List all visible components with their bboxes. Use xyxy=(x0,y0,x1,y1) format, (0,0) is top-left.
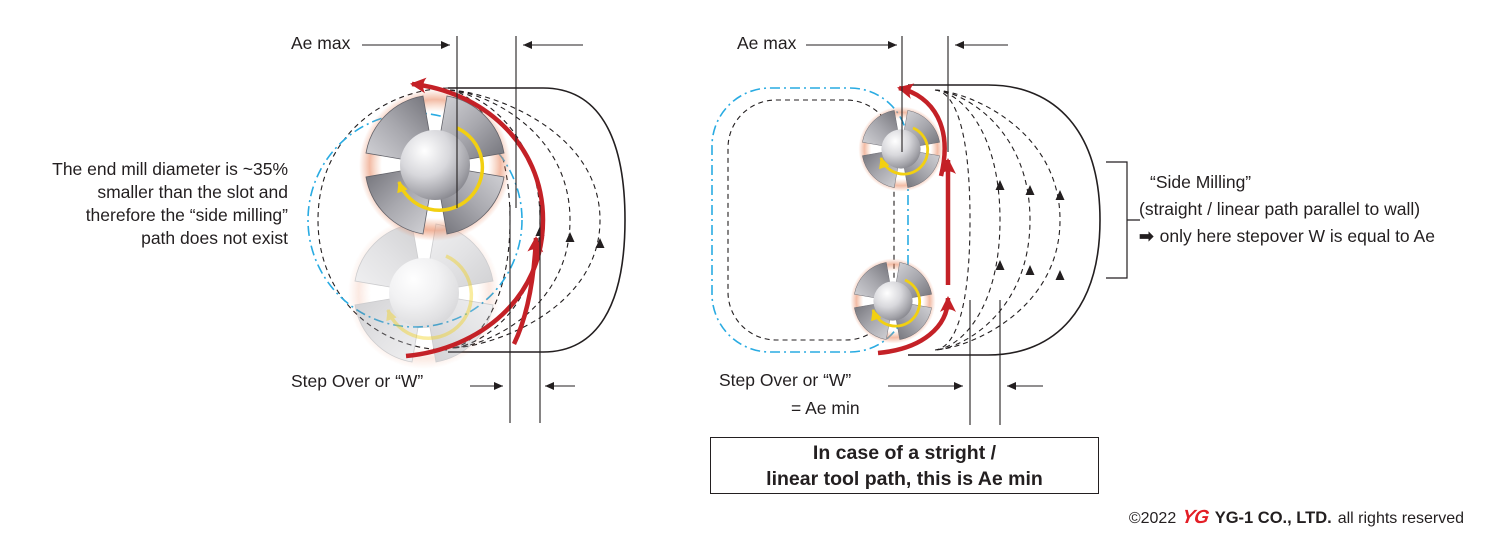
left-diagram xyxy=(307,36,626,423)
left-feed-arrow-inner xyxy=(511,236,544,345)
left-cutter-ghost-rotation-arrow xyxy=(386,254,474,340)
company-name: YG-1 CO., LTD. xyxy=(1214,509,1332,527)
side-milling-title: “Side Milling” xyxy=(1150,172,1252,192)
right-feed-arrow-bottom xyxy=(877,296,956,356)
rights-text: all rights reserved xyxy=(1337,510,1464,527)
left-note: The end mill diameter is ~35% smaller th… xyxy=(52,159,288,248)
right-pass-direction-arrows xyxy=(995,180,1065,280)
right-step-over-measurement xyxy=(888,300,1043,425)
left-ae-max-label: Ae max xyxy=(291,33,351,53)
copyright-year: ©2022 xyxy=(1128,510,1177,527)
copyright-footer: ©2022 YG YG-1 CO., LTD. all rights reser… xyxy=(1129,507,1464,529)
right-slot-dashed-passes xyxy=(727,89,1061,351)
left-cutter-rotation-arrow xyxy=(397,126,485,212)
right-cutter-bottom-rotation-arrow xyxy=(871,278,922,328)
left-step-over-measurement xyxy=(470,205,575,423)
side-milling-bracket xyxy=(1106,161,1140,279)
right-cutter-bottom xyxy=(850,258,936,344)
right-tool-path-rect xyxy=(711,87,909,353)
left-feed-arrow-main xyxy=(405,77,546,359)
side-milling-detail-text: only here stepover W is equal to Ae xyxy=(1159,226,1435,246)
ae-min-callout-box: In case of a stright / linear tool path,… xyxy=(710,437,1099,494)
left-step-over-label: Step Over or “W” xyxy=(291,371,424,391)
yg1-logo-icon: YG xyxy=(1180,507,1211,528)
right-cutter-top-rotation-arrow xyxy=(879,126,930,176)
left-slot-outline xyxy=(448,87,626,353)
side-milling-note: “Side Milling” (straight / linear path p… xyxy=(1139,169,1500,250)
side-milling-detail: ➡only here stepover W is equal to Ae xyxy=(1139,223,1500,250)
side-milling-subtitle: (straight / linear path parallel to wall… xyxy=(1139,199,1421,219)
right-ae-min-label: = Ae min xyxy=(791,398,860,418)
right-ae-max-measurement xyxy=(806,36,1008,152)
right-diagram xyxy=(711,36,1140,425)
left-ae-max-measurement xyxy=(362,36,583,208)
right-arrow-icon: ➡ xyxy=(1139,226,1154,246)
right-cutter-top xyxy=(858,106,944,192)
right-feed-arrow-top xyxy=(897,83,947,177)
right-slot-outline xyxy=(908,84,1101,356)
right-ae-max-label: Ae max xyxy=(737,33,797,53)
right-step-over-label: Step Over or “W” xyxy=(719,370,852,390)
